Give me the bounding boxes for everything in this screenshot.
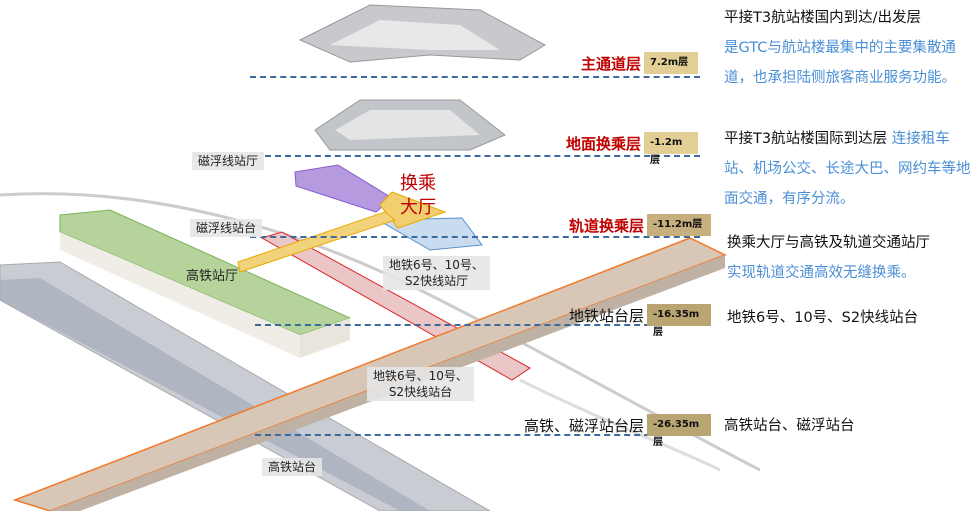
level-name: 地铁站台层 xyxy=(568,306,644,325)
label-maglev-platform: 磁浮线站台 xyxy=(190,219,263,237)
label-line: 大厅 xyxy=(400,197,436,218)
level-name: 主通道层 xyxy=(580,54,641,73)
description-title: 地铁6号、10号、S2快线站台 xyxy=(727,310,919,326)
description-body: 是GTC与航站楼最集中的主要集散通道，也承担陆侧旅客商业服务功能。 xyxy=(724,40,956,86)
label-hsr-platform: 高铁站台 xyxy=(262,458,323,476)
elevation-badge: -1.2m层 xyxy=(644,132,698,166)
level-name: 地面换乘层 xyxy=(565,134,641,153)
description-title: 换乘大厅与高铁及轨道交通站厅 xyxy=(727,235,930,251)
label-metro-platform: 地铁6号、10号、 S2快线站台 xyxy=(367,367,474,401)
description-hsr: 高铁站台、磁浮站台 xyxy=(724,411,973,441)
label-line: 换乘 xyxy=(400,173,436,194)
elevation-badge: -26.35m层 xyxy=(647,414,711,448)
description-ground: 平接T3航站楼国际到达层 连接租车站、机场公交、长途大巴、网约车等地面交通，有序… xyxy=(724,124,973,214)
label-hsr-hall: 高铁站厅 xyxy=(186,269,239,284)
elevation-badge: -16.35m层 xyxy=(647,304,711,338)
level-line-rail xyxy=(250,236,700,238)
level-name: 轨道换乘层 xyxy=(568,216,644,235)
description-main: 平接T3航站楼国内到达/出发层 是GTC与航站楼最集中的主要集散通道，也承担陆侧… xyxy=(724,3,973,93)
hsr-platform-block xyxy=(0,261,491,511)
description-title: 高铁站台、磁浮站台 xyxy=(724,418,855,434)
description-rail: 换乘大厅与高铁及轨道交通站厅 实现轨道交通高效无缝换乘。 xyxy=(727,228,973,288)
maglev-hall-block xyxy=(294,164,393,213)
level-label-hsr: 高铁、磁浮站台层 -26.35m层 xyxy=(523,414,711,448)
description-body: 实现轨道交通高效无缝换乘。 xyxy=(727,265,916,281)
label-transfer-hall: 换乘 大厅 xyxy=(400,172,440,220)
track-curve xyxy=(519,378,721,472)
label-metro-hall: 地铁6号、10号、 S2快线站厅 xyxy=(383,256,490,290)
label-line: 地铁6号、10号、 xyxy=(373,369,468,383)
elevation-badge: 7.2m层 xyxy=(644,52,698,74)
level-label-metro: 地铁站台层 -16.35m层 xyxy=(568,304,711,338)
level-name: 高铁、磁浮站台层 xyxy=(523,416,644,435)
label-line: 地铁6号、10号、 xyxy=(389,258,484,272)
transfer-corridor xyxy=(237,211,397,273)
elevation-badge: -11.2m层 xyxy=(647,214,711,236)
description-title: 平接T3航站楼国内到达/出发层 xyxy=(724,10,921,26)
level-label-main: 主通道层 7.2m层 xyxy=(581,52,698,74)
level-line-metro xyxy=(255,324,700,326)
description-body: 连接租车站、机场公交、长途大巴、网约车等地面交通，有序分流。 xyxy=(724,131,971,207)
label-line: S2快线站厅 xyxy=(404,274,469,288)
label-line: S2快线站台 xyxy=(388,385,453,399)
level-line-hsr xyxy=(255,434,700,436)
description-title: 平接T3航站楼国际到达层 xyxy=(724,131,888,147)
label-maglev-hall: 磁浮线站厅 xyxy=(192,152,265,170)
level-line-ground xyxy=(265,155,700,157)
level-label-ground: 地面换乘层 -1.2m层 xyxy=(565,132,698,166)
description-metro: 地铁6号、10号、S2快线站台 xyxy=(727,303,973,333)
level-label-rail: 轨道换乘层 -11.2m层 xyxy=(569,214,711,236)
level-line-main xyxy=(250,76,700,78)
